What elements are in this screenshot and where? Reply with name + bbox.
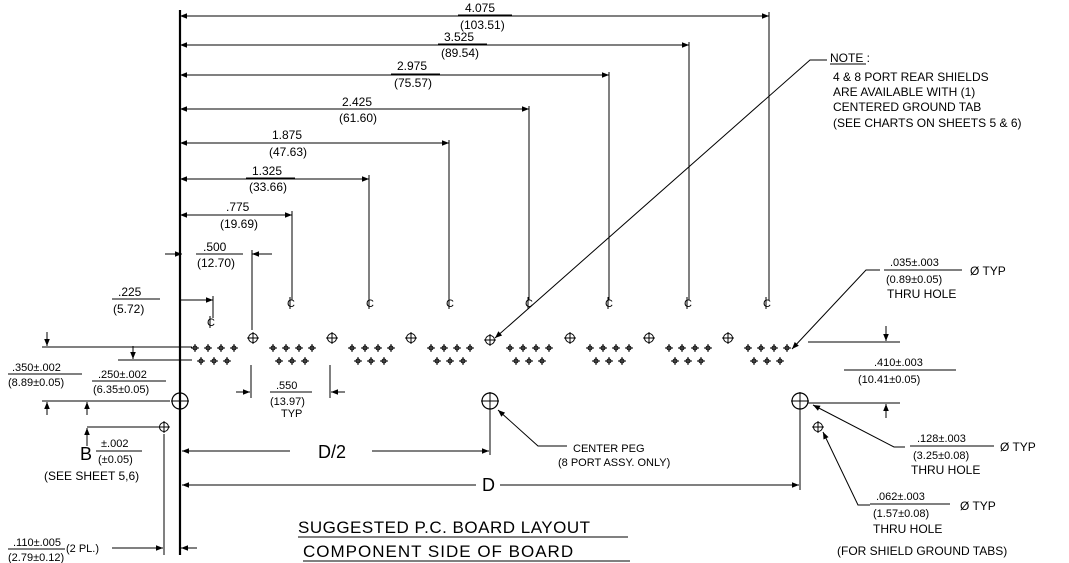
svg-text:.062±.003: .062±.003: [876, 491, 925, 503]
dim-1325-mm: (33.66): [249, 180, 287, 194]
hole-062-callout: .062±.003 (1.57±0.08) Ø TYP THRU HOLE (F…: [822, 431, 1007, 558]
svg-text:(13.97): (13.97): [270, 396, 305, 408]
svg-text:CENTER PEG: CENTER PEG: [573, 443, 645, 455]
dim-2425-mm: (61.60): [339, 111, 377, 125]
shield-tab-holes: [157, 331, 825, 434]
svg-text:(3.25±0.08): (3.25±0.08): [913, 450, 969, 462]
svg-text:.128±.003: .128±.003: [917, 433, 966, 445]
dim-110: .110±.005 (2.79±0.12) (2 PL.): [8, 537, 197, 563]
peg-left: [170, 391, 190, 411]
svg-text:Ø TYP: Ø TYP: [1000, 440, 1036, 454]
svg-text:(2.79±0.12): (2.79±0.12): [8, 552, 64, 563]
svg-text:(1.57±0.08): (1.57±0.08): [873, 508, 929, 520]
svg-text:(8.89±0.05): (8.89±0.05): [8, 377, 64, 389]
dim-2975-inch: 2.975: [397, 59, 427, 73]
svg-text:Ø TYP: Ø TYP: [970, 264, 1006, 278]
centerline-markers: [206, 296, 772, 330]
hole-035-callout: .035±.003 (0.89±0.05) Ø TYP THRU HOLE: [791, 257, 1006, 350]
svg-text:(±0.05): (±0.05): [98, 454, 133, 466]
svg-text:THRU HOLE: THRU HOLE: [911, 463, 980, 477]
dim-1875-inch: 1.875: [272, 128, 302, 142]
top-dimension-chain: 4.075 (103.51) 3.525 (89.54) 2.975 (75.5…: [112, 1, 770, 330]
dim-B: B ±.002 (±0.05) (SEE SHEET 5,6): [44, 426, 170, 483]
note-line-1: 4 & 8 PORT REAR SHIELDS: [833, 70, 989, 84]
svg-text:(6.35±0.05): (6.35±0.05): [93, 384, 149, 396]
title-line-2: COMPONENT SIDE OF BOARD: [303, 542, 574, 561]
dim-4075-mm: (103.51): [460, 18, 505, 32]
svg-text:.035±.003: .035±.003: [890, 257, 939, 269]
svg-text:(FOR SHIELD GROUND TABS): (FOR SHIELD GROUND TABS): [837, 544, 1007, 558]
dim-4075-inch: 4.075: [465, 1, 495, 15]
dim-350-250: .350±.002 (8.89±0.05) .250±.002 (6.35±0.…: [8, 332, 192, 415]
svg-text:.250±.002: .250±.002: [98, 369, 147, 381]
drawing-title: SUGGESTED P.C. BOARD LAYOUT COMPONENT SI…: [298, 518, 630, 562]
svg-text:(SEE SHEET 5,6): (SEE SHEET 5,6): [44, 469, 139, 483]
title-line-1: SUGGESTED P.C. BOARD LAYOUT: [298, 518, 591, 537]
svg-text:D/2: D/2: [318, 442, 346, 462]
dim-0225-mm: (5.72): [113, 302, 144, 316]
center-peg: [480, 391, 500, 411]
svg-text:TYP: TYP: [281, 408, 302, 420]
dim-1325-inch: 1.325: [252, 164, 282, 178]
note-block: NOTE : 4 & 8 PORT REAR SHIELDS ARE AVAIL…: [494, 51, 1022, 339]
svg-text:(0.89±0.05): (0.89±0.05): [886, 274, 942, 286]
hole-128-callout: .128±.003 (3.25±0.08) Ø TYP THRU HOLE: [812, 404, 1036, 477]
note-line-2: ARE AVAILABLE WITH (1): [833, 85, 975, 99]
svg-text:.410±.003: .410±.003: [874, 357, 923, 369]
svg-text:.350±.002: .350±.002: [12, 362, 61, 374]
dim-410: .410±.003 (10.41±0.05): [808, 326, 956, 418]
svg-text:THRU HOLE: THRU HOLE: [887, 287, 956, 301]
note-line-3: CENTERED GROUND TAB: [833, 100, 981, 114]
svg-text:(10.41±0.05): (10.41±0.05): [858, 374, 920, 386]
svg-text:(8 PORT ASSY. ONLY): (8 PORT ASSY. ONLY): [558, 457, 670, 469]
note-line-4: (SEE CHARTS ON SHEETS 5 & 6): [833, 116, 1022, 130]
svg-text:±.002: ±.002: [101, 438, 128, 450]
dim-3525-mm: (89.54): [441, 46, 479, 60]
svg-text:THRU HOLE: THRU HOLE: [873, 522, 942, 536]
svg-text:B: B: [80, 444, 92, 464]
dim-2425-inch: 2.425: [342, 95, 372, 109]
svg-text:Ø TYP: Ø TYP: [960, 499, 996, 513]
dim-2975-mm: (75.57): [394, 76, 432, 90]
dim-0775-inch: .775: [226, 200, 250, 214]
dim-550: .550 (13.97) TYP: [236, 365, 345, 420]
svg-text:.110±.005: .110±.005: [13, 537, 61, 549]
dim-0500-inch: .500: [203, 240, 227, 254]
peg-right: [790, 391, 810, 411]
svg-text:D: D: [482, 475, 495, 495]
svg-text:(2 PL.): (2 PL.): [66, 543, 99, 555]
svg-text:.550: .550: [276, 380, 297, 392]
dim-0500-mm: (12.70): [197, 256, 235, 270]
note-heading: NOTE :: [830, 51, 870, 65]
dim-3525-inch: 3.525: [444, 30, 474, 44]
dim-1875-mm: (47.63): [269, 145, 307, 159]
center-peg-callout: CENTER PEG (8 PORT ASSY. ONLY): [497, 409, 670, 469]
dim-0775-mm: (19.69): [220, 217, 258, 231]
dim-D: D/2 D: [163, 410, 801, 555]
dim-0225-inch: .225: [118, 285, 142, 299]
pin-groups: [190, 343, 792, 366]
